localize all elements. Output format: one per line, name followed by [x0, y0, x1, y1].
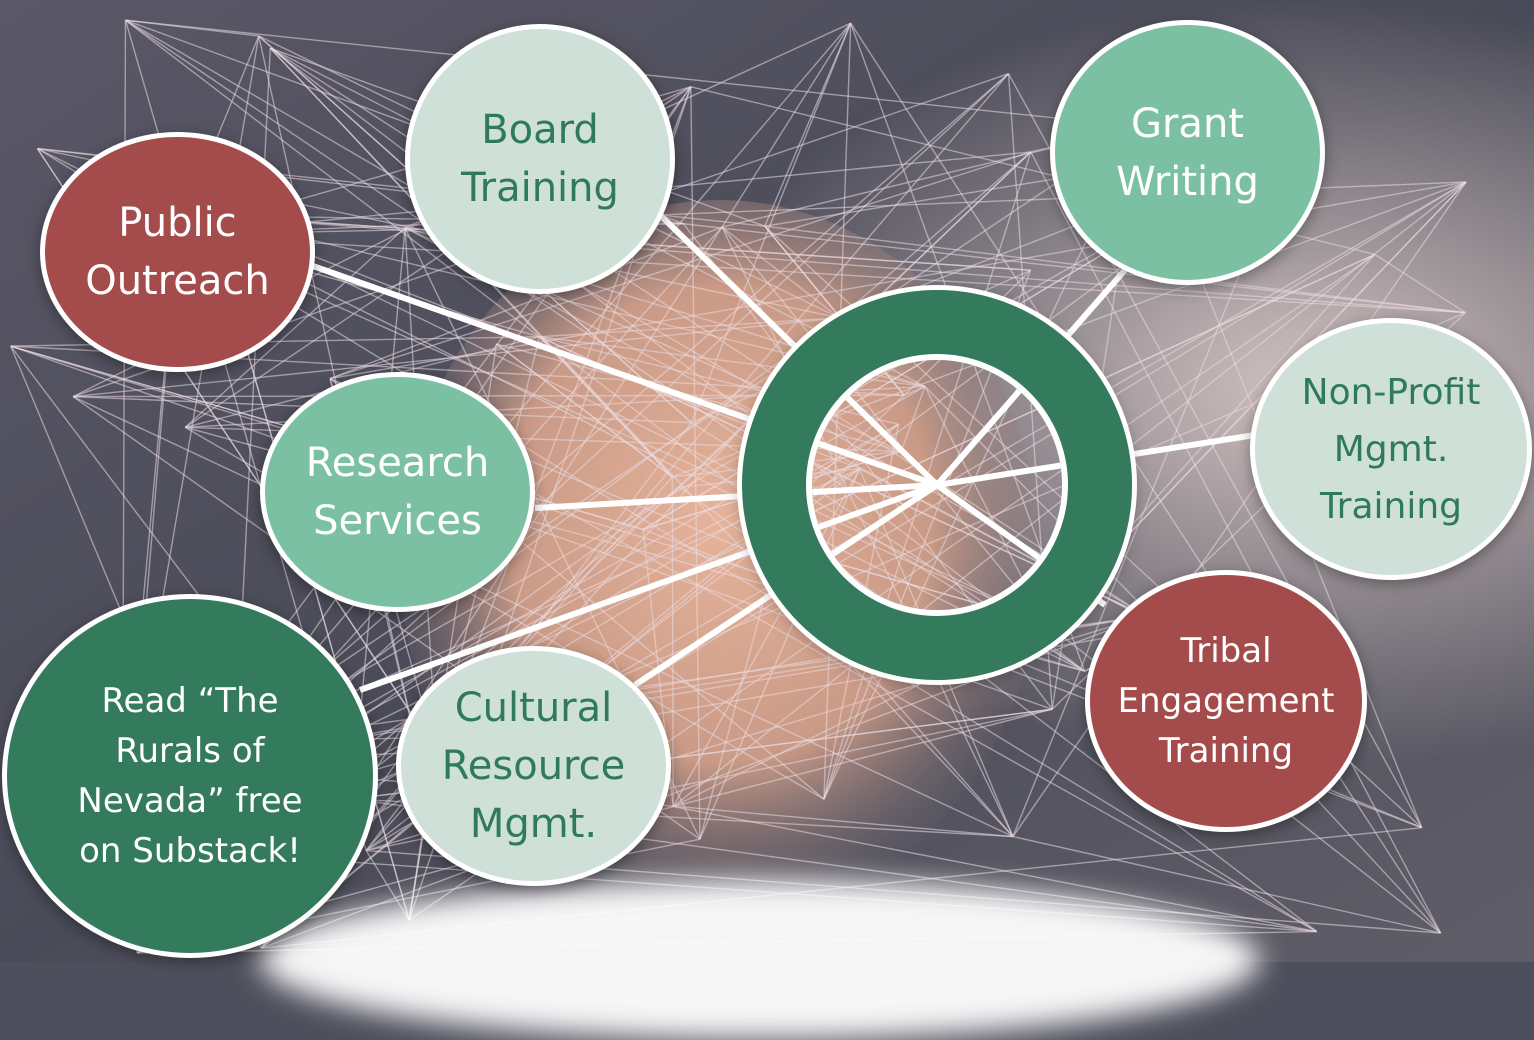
- mesh-line: [329, 226, 723, 380]
- mesh-line: [721, 22, 852, 228]
- node-label: Public Outreach: [85, 200, 270, 304]
- mesh-line: [269, 47, 1014, 838]
- node-public-outreach[interactable]: Public Outreach: [40, 132, 315, 372]
- mesh-line: [683, 223, 1466, 314]
- node-label: Tribal Engagement Training: [1117, 631, 1335, 771]
- mesh-line: [184, 227, 406, 428]
- mesh-line: [1012, 835, 1441, 934]
- node-label: Research Services: [305, 440, 490, 544]
- node-label: Grant Writing: [1116, 100, 1259, 205]
- node-read-rurals[interactable]: Read “The Rurals of Nevada” free on Subs…: [2, 594, 378, 958]
- node-label: Read “The Rurals of Nevada” free on Subs…: [77, 681, 303, 871]
- mesh-line: [673, 708, 1053, 808]
- node-research-services[interactable]: Research Services: [260, 372, 535, 612]
- mesh-line: [671, 476, 674, 807]
- node-label: Board Training: [461, 107, 619, 211]
- mesh-line: [850, 22, 1442, 934]
- node-cultural-resource[interactable]: Cultural Resource Mgmt.: [396, 646, 671, 886]
- node-grant-writing[interactable]: Grant Writing: [1050, 20, 1325, 285]
- mesh-line: [673, 805, 1317, 933]
- mesh-line: [125, 19, 259, 37]
- mesh-line: [1030, 151, 1442, 934]
- mesh-line: [764, 225, 1466, 314]
- node-board-training[interactable]: Board Training: [405, 24, 675, 294]
- node-label: Non-Profit Mgmt. Training: [1301, 371, 1481, 527]
- mesh-line: [721, 226, 840, 319]
- mesh-line: [690, 86, 701, 840]
- node-non-profit[interactable]: Non-Profit Mgmt. Training: [1250, 318, 1532, 580]
- mesh-line: [1374, 253, 1466, 314]
- node-label: Cultural Resource Mgmt.: [441, 685, 626, 847]
- mesh-line: [191, 126, 1141, 764]
- mesh-line: [538, 336, 673, 478]
- hub-ring: [742, 290, 1132, 680]
- mesh-line: [177, 234, 1466, 314]
- mesh-line: [496, 343, 673, 478]
- mesh-line: [260, 73, 1010, 949]
- bottom-glow: [260, 880, 1260, 1040]
- mesh-line: [838, 151, 1032, 319]
- mesh-line: [539, 317, 840, 338]
- mesh-line: [690, 22, 852, 423]
- mesh-line: [329, 151, 1032, 380]
- mesh-line: [235, 22, 852, 744]
- node-tribal-engagement[interactable]: Tribal Engagement Training: [1085, 570, 1367, 832]
- hub-inner-ring: [806, 354, 1068, 616]
- mesh-line: [764, 22, 852, 227]
